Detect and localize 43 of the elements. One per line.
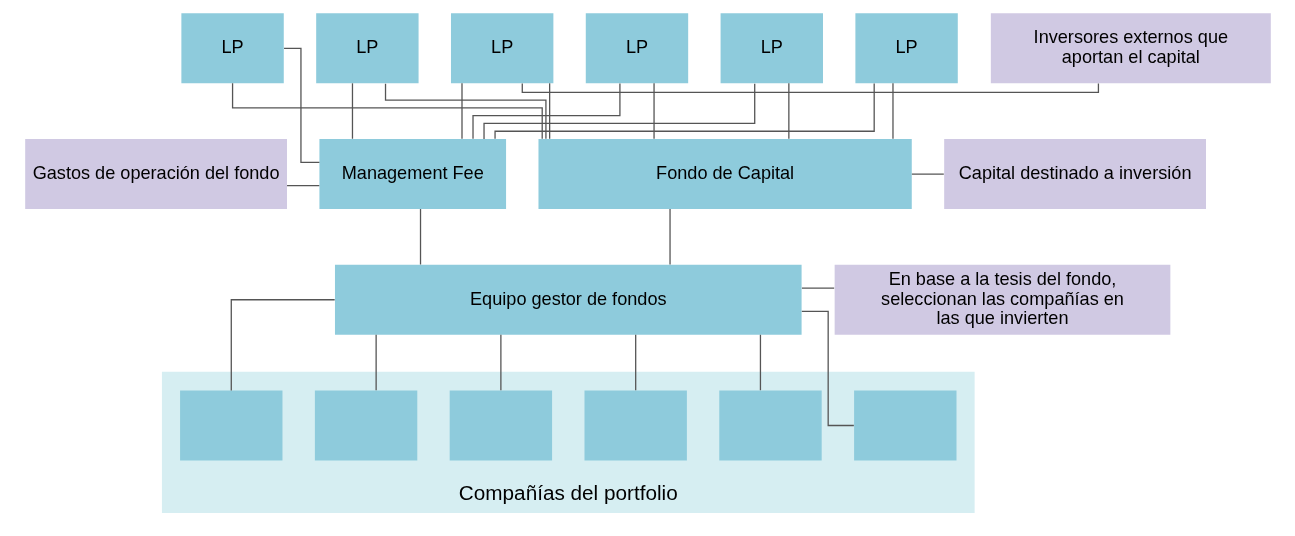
node-box	[584, 390, 687, 461]
node-box: LP	[315, 13, 419, 84]
connector	[230, 299, 335, 392]
connector	[375, 334, 377, 391]
node-box: LP	[585, 13, 688, 84]
node-box	[314, 390, 417, 461]
connector	[351, 82, 353, 140]
connector	[482, 83, 755, 140]
connector	[499, 334, 502, 391]
connector	[910, 173, 944, 175]
connector	[652, 82, 655, 140]
connector	[548, 82, 550, 140]
node-box: Fondo de Capital	[537, 139, 912, 209]
connector	[759, 334, 761, 391]
connector	[384, 83, 547, 140]
connector	[521, 82, 1099, 94]
connector	[800, 287, 835, 289]
node-box	[718, 390, 822, 461]
node-box: Capital destinado a inversión	[943, 139, 1206, 209]
node-box	[179, 390, 282, 461]
cluster: Compañías del portfolio	[161, 371, 975, 513]
connector	[800, 310, 854, 427]
node-box: En base a la tesis del fondo, seleccionan las compañías en las que invierten	[834, 264, 1170, 335]
node-box	[449, 390, 552, 461]
connector	[493, 82, 875, 140]
node-box	[853, 390, 956, 461]
connector	[668, 208, 671, 266]
node-box: Gastos de operación del fondo	[24, 139, 287, 209]
connector	[891, 82, 894, 140]
connector	[787, 82, 789, 140]
node-box: Equipo gestor de fondos	[334, 264, 802, 335]
node-box: LP	[854, 13, 958, 84]
connector	[419, 208, 421, 266]
node-box: LP	[450, 13, 553, 84]
connector	[634, 334, 636, 391]
connector	[460, 82, 463, 140]
node-box: LP	[180, 13, 284, 84]
connector	[231, 82, 543, 140]
node-box: Management Fee	[318, 139, 506, 209]
connector	[471, 82, 621, 140]
node-box: Inversores externos que aportan el capital	[990, 13, 1271, 84]
connector	[285, 185, 320, 187]
node-box: LP	[720, 13, 823, 84]
